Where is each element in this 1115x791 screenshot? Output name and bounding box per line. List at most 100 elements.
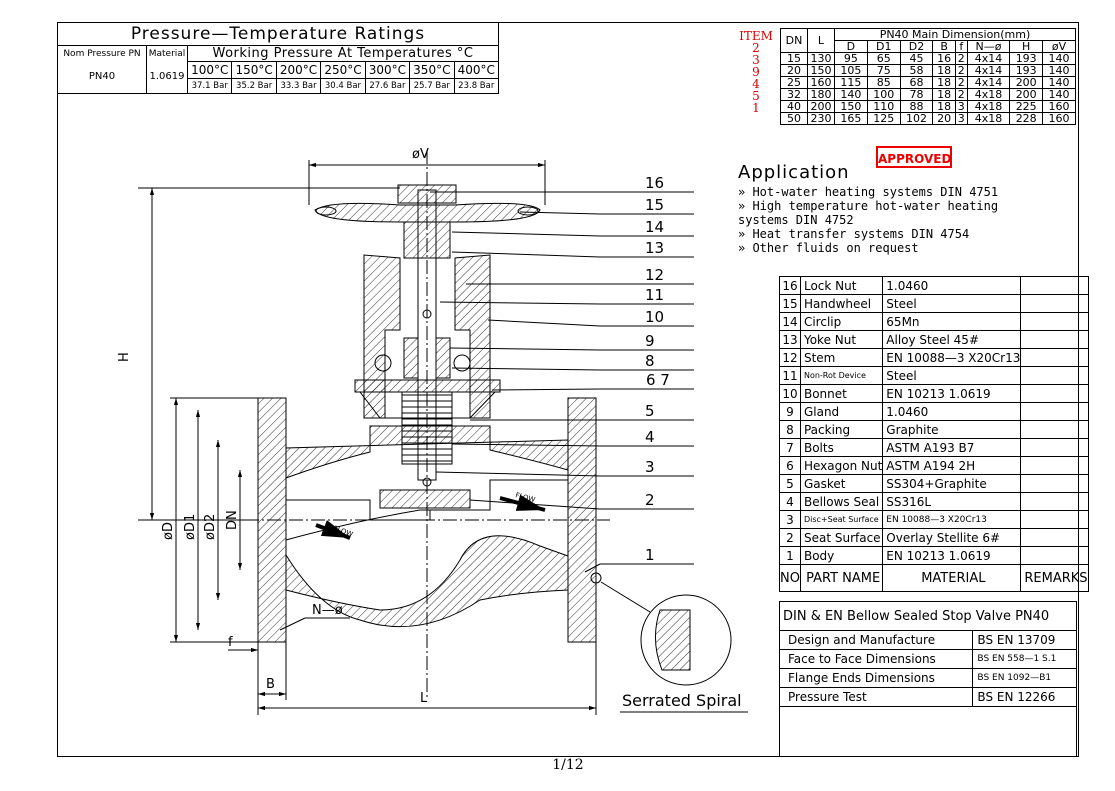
- part-number: 8: [779, 420, 801, 439]
- part-number: 10: [779, 384, 801, 403]
- standard-label: Flange Ends Dimensions: [778, 668, 974, 688]
- col-dn: DN: [780, 28, 808, 53]
- part-material: EN 10088—3 X20Cr13: [882, 510, 1022, 529]
- application-section: Application » Hot-water heating systems …: [738, 162, 1078, 255]
- pressure-cell: 37.1 Bar: [186, 78, 233, 94]
- col-material: Material: [148, 49, 186, 59]
- dimension-cell: 140: [1042, 88, 1076, 101]
- dimension-cell: 225: [1009, 100, 1044, 113]
- dimension-sub-header: D2: [899, 40, 934, 53]
- standard-label: Pressure Test: [778, 687, 974, 707]
- dimension-title: PN40 Main Dimension(mm): [834, 28, 1076, 41]
- dimension-cell: 100: [866, 88, 901, 101]
- dimension-cell: 18: [932, 76, 956, 89]
- part-name: Circlip: [799, 312, 884, 331]
- part-remarks: [1020, 474, 1089, 493]
- dimension-cell: 16: [932, 52, 956, 65]
- dimension-cell: 20: [932, 112, 956, 125]
- dimension-cell: 85: [866, 76, 901, 89]
- temperature-cell: 100°C: [186, 61, 233, 79]
- col-nom-pressure: Nom Pressure PN: [63, 49, 141, 59]
- temperature-cell: 300°C: [364, 61, 411, 79]
- part-material: Steel: [882, 294, 1022, 313]
- material-value: 1.0619: [149, 71, 185, 82]
- part-name: Bellows Seal: [799, 492, 884, 511]
- dimension-sub-header: D1: [866, 40, 901, 53]
- temperature-cell: 250°C: [320, 61, 366, 79]
- dimension-cell: 4x14: [966, 76, 1011, 89]
- dimension-cell: 200: [1009, 88, 1044, 101]
- dimension-cell: 4x18: [966, 112, 1011, 125]
- part-remarks: [1020, 492, 1089, 511]
- dimension-cell: 140: [1042, 64, 1076, 77]
- head-no: NO: [779, 564, 801, 592]
- application-line: systems DIN 4752: [738, 213, 854, 227]
- standard-value: BS EN 12266: [972, 687, 1077, 707]
- dimension-cell: 32: [780, 88, 808, 101]
- part-material: Steel: [882, 366, 1022, 385]
- dimension-cell: 2: [954, 52, 968, 65]
- part-number: 9: [779, 402, 801, 421]
- dimension-cell: 150: [834, 100, 868, 113]
- pressure-table-title: Pressure—Temperature Ratings: [57, 22, 499, 46]
- part-material: Alloy Steel 45#: [882, 330, 1022, 349]
- pressure-cell: 35.2 Bar: [231, 78, 277, 94]
- application-line: » Hot-water heating systems DIN 4751: [738, 185, 999, 199]
- dimension-sub-header: H: [1009, 40, 1044, 53]
- part-remarks: [1020, 294, 1089, 313]
- part-name: Hexagon Nut: [799, 456, 884, 475]
- pressure-cell: 23.8 Bar: [453, 78, 500, 94]
- dimension-cell: 4x14: [966, 64, 1011, 77]
- dimension-cell: 45: [899, 52, 934, 65]
- part-remarks: [1020, 456, 1089, 475]
- item-number: 1: [752, 101, 760, 115]
- temperature-cell: 150°C: [231, 61, 277, 79]
- part-name: Lock Nut: [799, 276, 884, 295]
- dimension-cell: 193: [1009, 52, 1044, 65]
- part-number: 16: [779, 276, 801, 295]
- dimension-cell: 193: [1009, 64, 1044, 77]
- part-number: 1: [779, 546, 801, 565]
- part-name: Bolts: [799, 438, 884, 457]
- dimension-sub-header: f: [954, 40, 968, 53]
- dimension-cell: 110: [866, 100, 901, 113]
- dimension-cell: 68: [899, 76, 934, 89]
- dimension-cell: 25: [780, 76, 808, 89]
- part-remarks: [1020, 420, 1089, 439]
- standards-title: DIN & EN Bellow Sealed Stop Valve PN40: [779, 601, 1077, 631]
- dimension-cell: 50: [780, 112, 808, 125]
- dimension-cell: 140: [1042, 52, 1076, 65]
- head-material: MATERIAL: [882, 564, 1022, 592]
- item-number: 3: [752, 53, 760, 67]
- part-remarks: [1020, 312, 1089, 331]
- pressure-cell: 25.7 Bar: [409, 78, 455, 94]
- dimension-cell: 160: [1042, 112, 1076, 125]
- dimension-cell: 160: [807, 76, 835, 89]
- dimension-cell: 18: [932, 88, 956, 101]
- dimension-cell: 115: [834, 76, 868, 89]
- part-number: 4: [779, 492, 801, 511]
- part-material: ASTM A194 2H: [882, 456, 1022, 475]
- part-number: 13: [779, 330, 801, 349]
- dimension-cell: 78: [899, 88, 934, 101]
- part-number: 14: [779, 312, 801, 331]
- part-name: Gland: [799, 402, 884, 421]
- part-material: 1.0460: [882, 276, 1022, 295]
- dimension-sub-header: B: [932, 40, 956, 53]
- part-number: 5: [779, 474, 801, 493]
